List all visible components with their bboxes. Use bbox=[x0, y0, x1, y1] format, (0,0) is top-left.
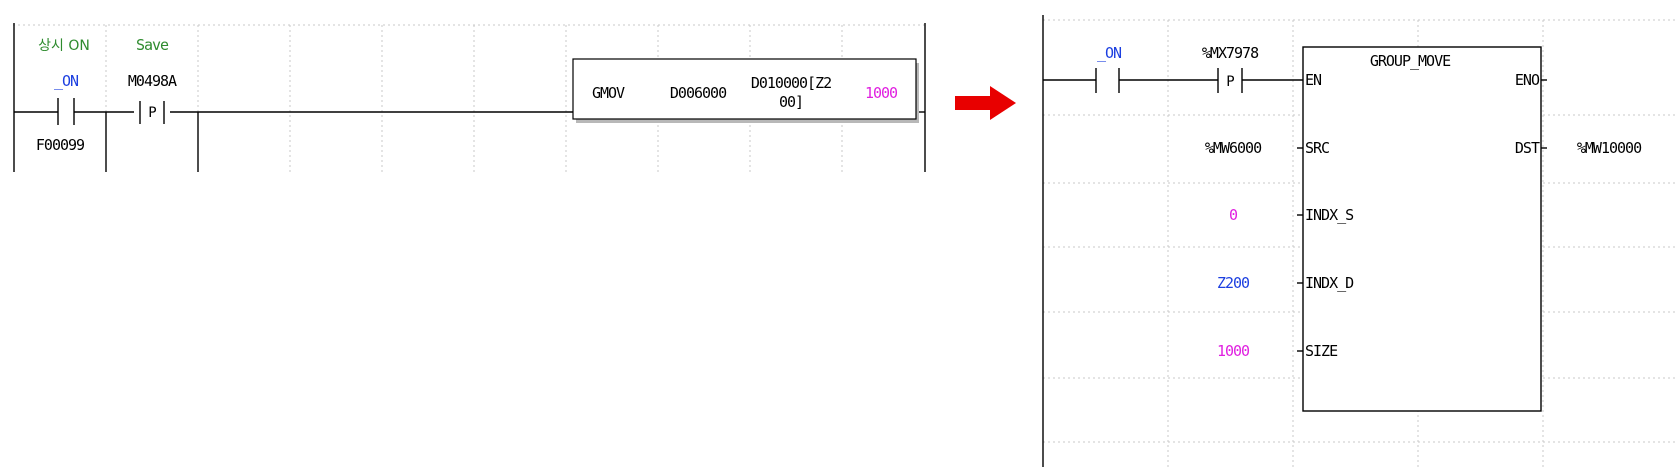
fb-pin-en: EN bbox=[1305, 71, 1322, 89]
instruction-dst-operand-line2: 00] bbox=[779, 93, 803, 111]
fb-pin-indx-s: INDX_S bbox=[1305, 206, 1354, 224]
contact-always-on[interactable] bbox=[57, 98, 75, 125]
group-move-block[interactable] bbox=[1302, 46, 1542, 412]
src-value: %MW6000 bbox=[1205, 139, 1262, 157]
fbd-contact1-variable: _ON bbox=[1097, 44, 1122, 62]
contact1-comment: 상시 ON bbox=[38, 38, 90, 54]
fb-pin-eno: ENO bbox=[1515, 71, 1540, 89]
dst-value: %MW10000 bbox=[1577, 139, 1642, 157]
fbd-contact2-address: %MX7978 bbox=[1202, 44, 1259, 62]
fb-pin-src: SRC bbox=[1305, 139, 1329, 157]
right-fbd-diagram: _ON P %MX7978 GROUP_MOVE EN ENO SRC DST … bbox=[1042, 15, 1678, 467]
instruction-src-operand: D006000 bbox=[670, 84, 727, 102]
indx-s-value: 0 bbox=[1229, 206, 1238, 224]
contact2-comment: Save bbox=[136, 36, 169, 54]
indx-d-value: Z200 bbox=[1217, 274, 1250, 292]
size-value: 1000 bbox=[1217, 342, 1250, 360]
left-ladder-diagram: 상시 ON _ON F00099 P Save M0498A GMOV D006… bbox=[13, 23, 926, 172]
contact1-variable: _ON bbox=[54, 72, 79, 90]
fbd-contact-pulse[interactable] bbox=[1217, 68, 1243, 93]
fbd-contact2-type-mark: P bbox=[1226, 74, 1234, 90]
instruction-dst-operand-line1: D010000[Z2 bbox=[751, 74, 831, 92]
right-arrow-icon bbox=[955, 86, 1016, 120]
gmov-instruction-box[interactable] bbox=[572, 58, 919, 123]
instruction-size-operand: 1000 bbox=[865, 84, 898, 102]
fb-title: GROUP_MOVE bbox=[1370, 52, 1451, 70]
fbd-contact-on[interactable] bbox=[1095, 68, 1120, 93]
left-grid bbox=[13, 24, 925, 172]
contact1-address: F00099 bbox=[36, 136, 85, 154]
fb-pin-indx-d: INDX_D bbox=[1305, 274, 1354, 292]
instruction-mnemonic: GMOV bbox=[592, 84, 625, 102]
contact-save-pulse[interactable] bbox=[139, 101, 165, 124]
fb-pin-size: SIZE bbox=[1305, 342, 1338, 360]
contact2-address: M0498A bbox=[128, 72, 177, 90]
fb-pin-dst: DST bbox=[1515, 139, 1540, 157]
right-grid bbox=[1043, 19, 1678, 467]
contact2-type-mark: P bbox=[148, 105, 156, 121]
